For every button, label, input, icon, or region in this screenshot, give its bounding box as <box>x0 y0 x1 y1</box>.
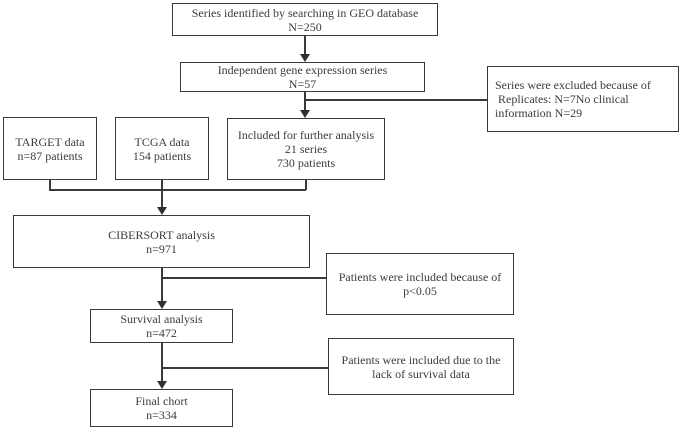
box-text-line: 730 patients <box>276 156 336 170</box>
box-text-line: Final chort <box>135 394 188 408</box>
arrowhead-down-icon <box>157 381 167 389</box>
box-text-line: Replicates: N=7No clinical <box>495 92 629 106</box>
arrowhead-down-icon <box>157 207 167 215</box>
arrowhead-down-icon <box>300 54 310 62</box>
box-text-line: Independent gene expression series <box>217 63 388 77</box>
box-text-line: p<0.05 <box>403 284 437 298</box>
arrowhead-down-icon <box>157 301 167 309</box>
box-text-line: 154 patients <box>132 148 192 163</box>
box-text-line: N=57 <box>288 77 317 91</box>
box-final-cohort: Final chort n=334 <box>90 389 233 427</box>
box-text-line: TARGET data <box>15 134 85 149</box>
box-text-line: Series were excluded because of <box>495 78 651 92</box>
box-patients-included-lack-survival: Patients were included due to the lack o… <box>328 338 514 395</box>
box-text-line: n=472 <box>146 326 177 340</box>
box-text-line: 21 series <box>284 142 328 156</box>
box-text-line: TCGA data <box>134 134 190 149</box>
box-included-analysis: Included for further analysis 21 series … <box>227 118 385 180</box>
box-text-line: Survival analysis <box>120 312 203 326</box>
connector-independent-to-included <box>304 92 306 111</box>
box-text-line: N=250 <box>288 19 322 34</box>
connector-tcga-drop <box>161 180 163 190</box>
box-patients-included-pvalue: Patients were included because of p<0.05 <box>326 253 514 315</box>
box-text-line: n=87 patients <box>17 148 83 163</box>
box-series-excluded: Series were excluded because of Replicat… <box>487 66 679 132</box>
box-text-line: Included for further analysis <box>237 128 375 142</box>
connector-branch-excluded <box>304 99 487 101</box>
box-text-line: lack of survival data <box>372 366 470 381</box>
connector-merge-bar <box>49 189 306 191</box>
box-text-line: Patients were included because of <box>338 270 502 284</box>
connector-branch-pvalue <box>161 277 326 279</box>
box-text-line: Patients were included due to the <box>341 352 501 367</box>
arrowhead-down-icon <box>300 110 310 118</box>
connector-geo-to-independent <box>304 36 306 55</box>
connector-merge-to-cibersort <box>161 189 163 207</box>
box-text-line: n=334 <box>146 408 177 422</box>
box-cibersort-analysis: CIBERSORT analysis n=971 <box>13 215 310 268</box>
connector-target-drop <box>49 180 51 190</box>
box-text-line: information N=29 <box>495 106 583 120</box>
connector-cibersort-to-survival <box>161 268 163 301</box>
box-tcga-data: TCGA data 154 patients <box>115 117 209 180</box>
box-text-line: CIBERSORT analysis <box>108 227 215 242</box>
box-geo-search: Series identified by searching in GEO da… <box>172 3 438 36</box>
box-text-line: n=971 <box>146 241 177 256</box>
box-text-line: Series identified by searching in GEO da… <box>191 5 419 20</box>
box-target-data: TARGET data n=87 patients <box>3 117 97 180</box>
connector-branch-lack-survival <box>161 367 328 369</box>
connector-survival-to-final <box>161 343 163 381</box>
box-independent-series: Independent gene expression series N=57 <box>180 62 425 92</box>
connector-included-drop <box>305 180 307 190</box>
box-survival-analysis: Survival analysis n=472 <box>90 309 233 343</box>
